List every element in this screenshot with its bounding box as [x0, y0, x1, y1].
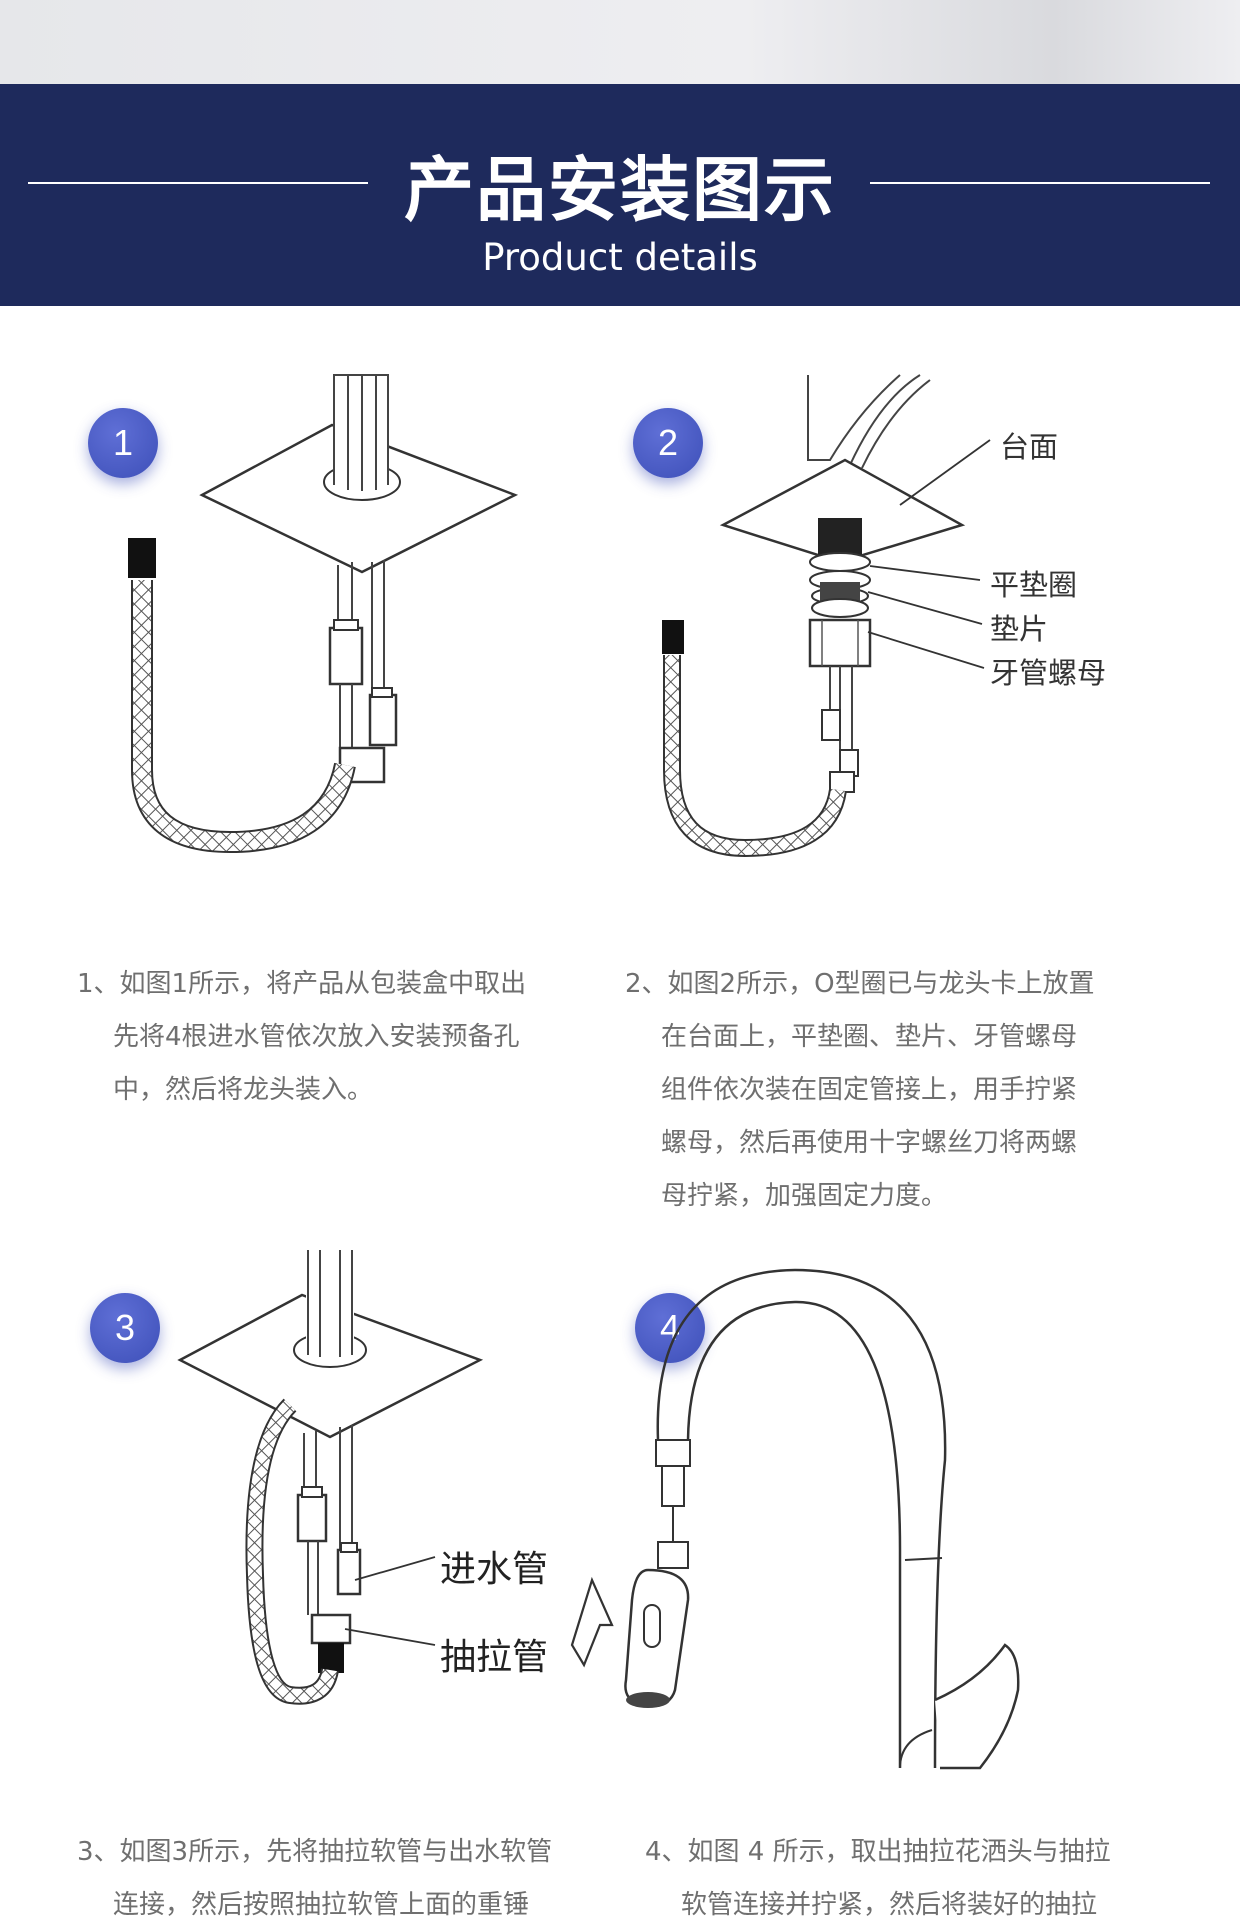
banner-title: 产品安装图示 [404, 149, 836, 231]
label-inlet-pipe: 进水管 [440, 1549, 549, 1590]
step-1-illustration [128, 374, 519, 854]
step-3-line-1: 3、如图3所示，先将抽拉软管与出水软管 [77, 1837, 553, 1867]
step-4-line-1: 4、如图 4 所示，取出抽拉花洒头与抽拉 [645, 1837, 1111, 1867]
top-photo-strip [0, 0, 1240, 84]
step-2-line-1: 2、如图2所示，O型圈已与龙头卡上放置 [625, 969, 1095, 999]
label-flat-washer: 平垫圈 [990, 568, 1078, 602]
step-2-illustration [662, 374, 991, 858]
step-4-illustration [570, 1268, 1020, 1770]
step-2-badge: 2 [633, 408, 703, 478]
step-4-caption: 4、如图 4 所示，取出抽拉花洒头与抽拉 软管连接并拧紧，然后将装好的抽拉 [645, 1826, 1165, 1932]
step-4-line-2: 软管连接并拧紧，然后将装好的抽拉 [681, 1890, 1098, 1920]
step-2-caption: 2、如图2所示，O型圈已与龙头卡上放置 在台面上，平垫圈、垫片、牙管螺母 组件依… [625, 958, 1145, 1223]
step-2-line-2: 在台面上，平垫圈、垫片、牙管螺母 [661, 1022, 1078, 1052]
step-3-illustration [177, 1250, 484, 1705]
label-countertop: 台面 [1000, 430, 1059, 464]
step-1-line-2: 先将4根进水管依次放入安装预备孔 [113, 1022, 520, 1052]
banner-right-rule [870, 182, 1210, 184]
banner-left-rule [28, 182, 368, 184]
banner-subtitle: Product details [482, 236, 758, 279]
step-3-line-2: 连接，然后按照抽拉软管上面的重锤 [113, 1890, 530, 1920]
step-2-line-5: 母拧紧，加强固定力度。 [661, 1181, 948, 1211]
step-2-line-4: 螺母，然后再使用十字螺丝刀将两螺 [661, 1128, 1078, 1158]
step-1-caption: 1、如图1所示，将产品从包装盒中取出 先将4根进水管依次放入安装预备孔 中，然后… [77, 958, 577, 1117]
step-2-line-3: 组件依次装在固定管接上，用手拧紧 [661, 1075, 1078, 1105]
step-1-line-1: 1、如图1所示，将产品从包装盒中取出 [77, 969, 527, 999]
label-shank-nut: 牙管螺母 [990, 656, 1107, 690]
label-pullout-pipe: 抽拉管 [440, 1637, 549, 1678]
step-1-badge: 1 [88, 408, 158, 478]
step-3-badge: 3 [90, 1293, 160, 1363]
label-gasket: 垫片 [990, 612, 1049, 646]
section-banner: 产品安装图示 Product details [0, 84, 1240, 306]
step-1-line-3: 中，然后将龙头装入。 [113, 1075, 374, 1105]
step-3-caption: 3、如图3所示，先将抽拉软管与出水软管 连接，然后按照抽拉软管上面的重锤 [77, 1826, 597, 1932]
